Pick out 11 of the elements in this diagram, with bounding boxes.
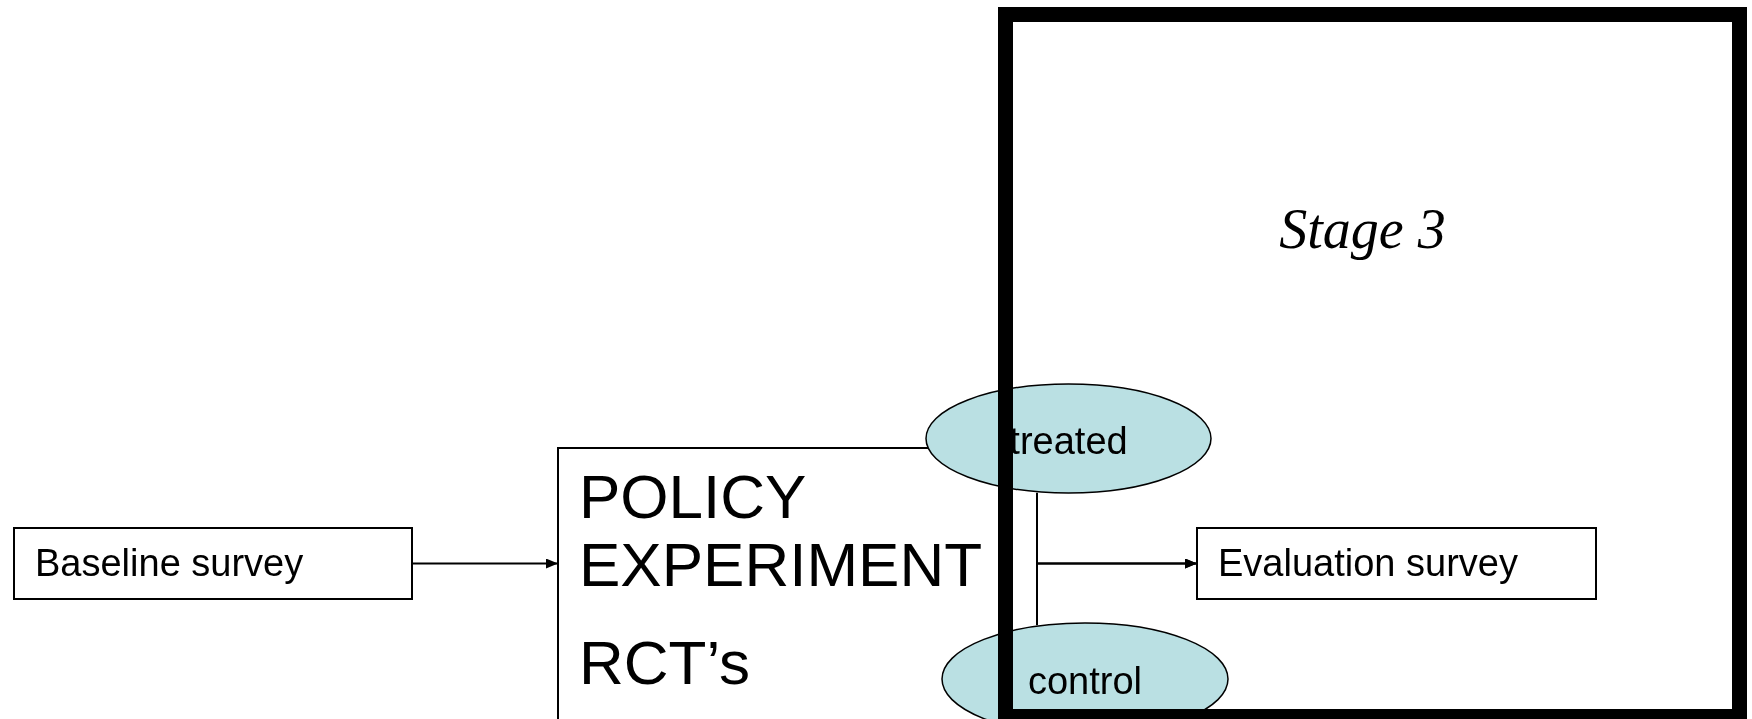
arrow [1036,558,1197,627]
box-label: Evaluation survey [1218,542,1519,585]
box-label: Baseline survey [35,542,305,585]
subtitle-text: RCT’s [579,629,752,698]
arrow [412,558,558,569]
group-label: control [1026,661,1144,700]
process-box [1196,527,1597,600]
box-label: POLICY EXPERIMENT [579,463,984,600]
stage-label: Stage 3 [1278,197,1447,261]
group-label: treated [1008,421,1129,460]
process-box [13,527,413,600]
